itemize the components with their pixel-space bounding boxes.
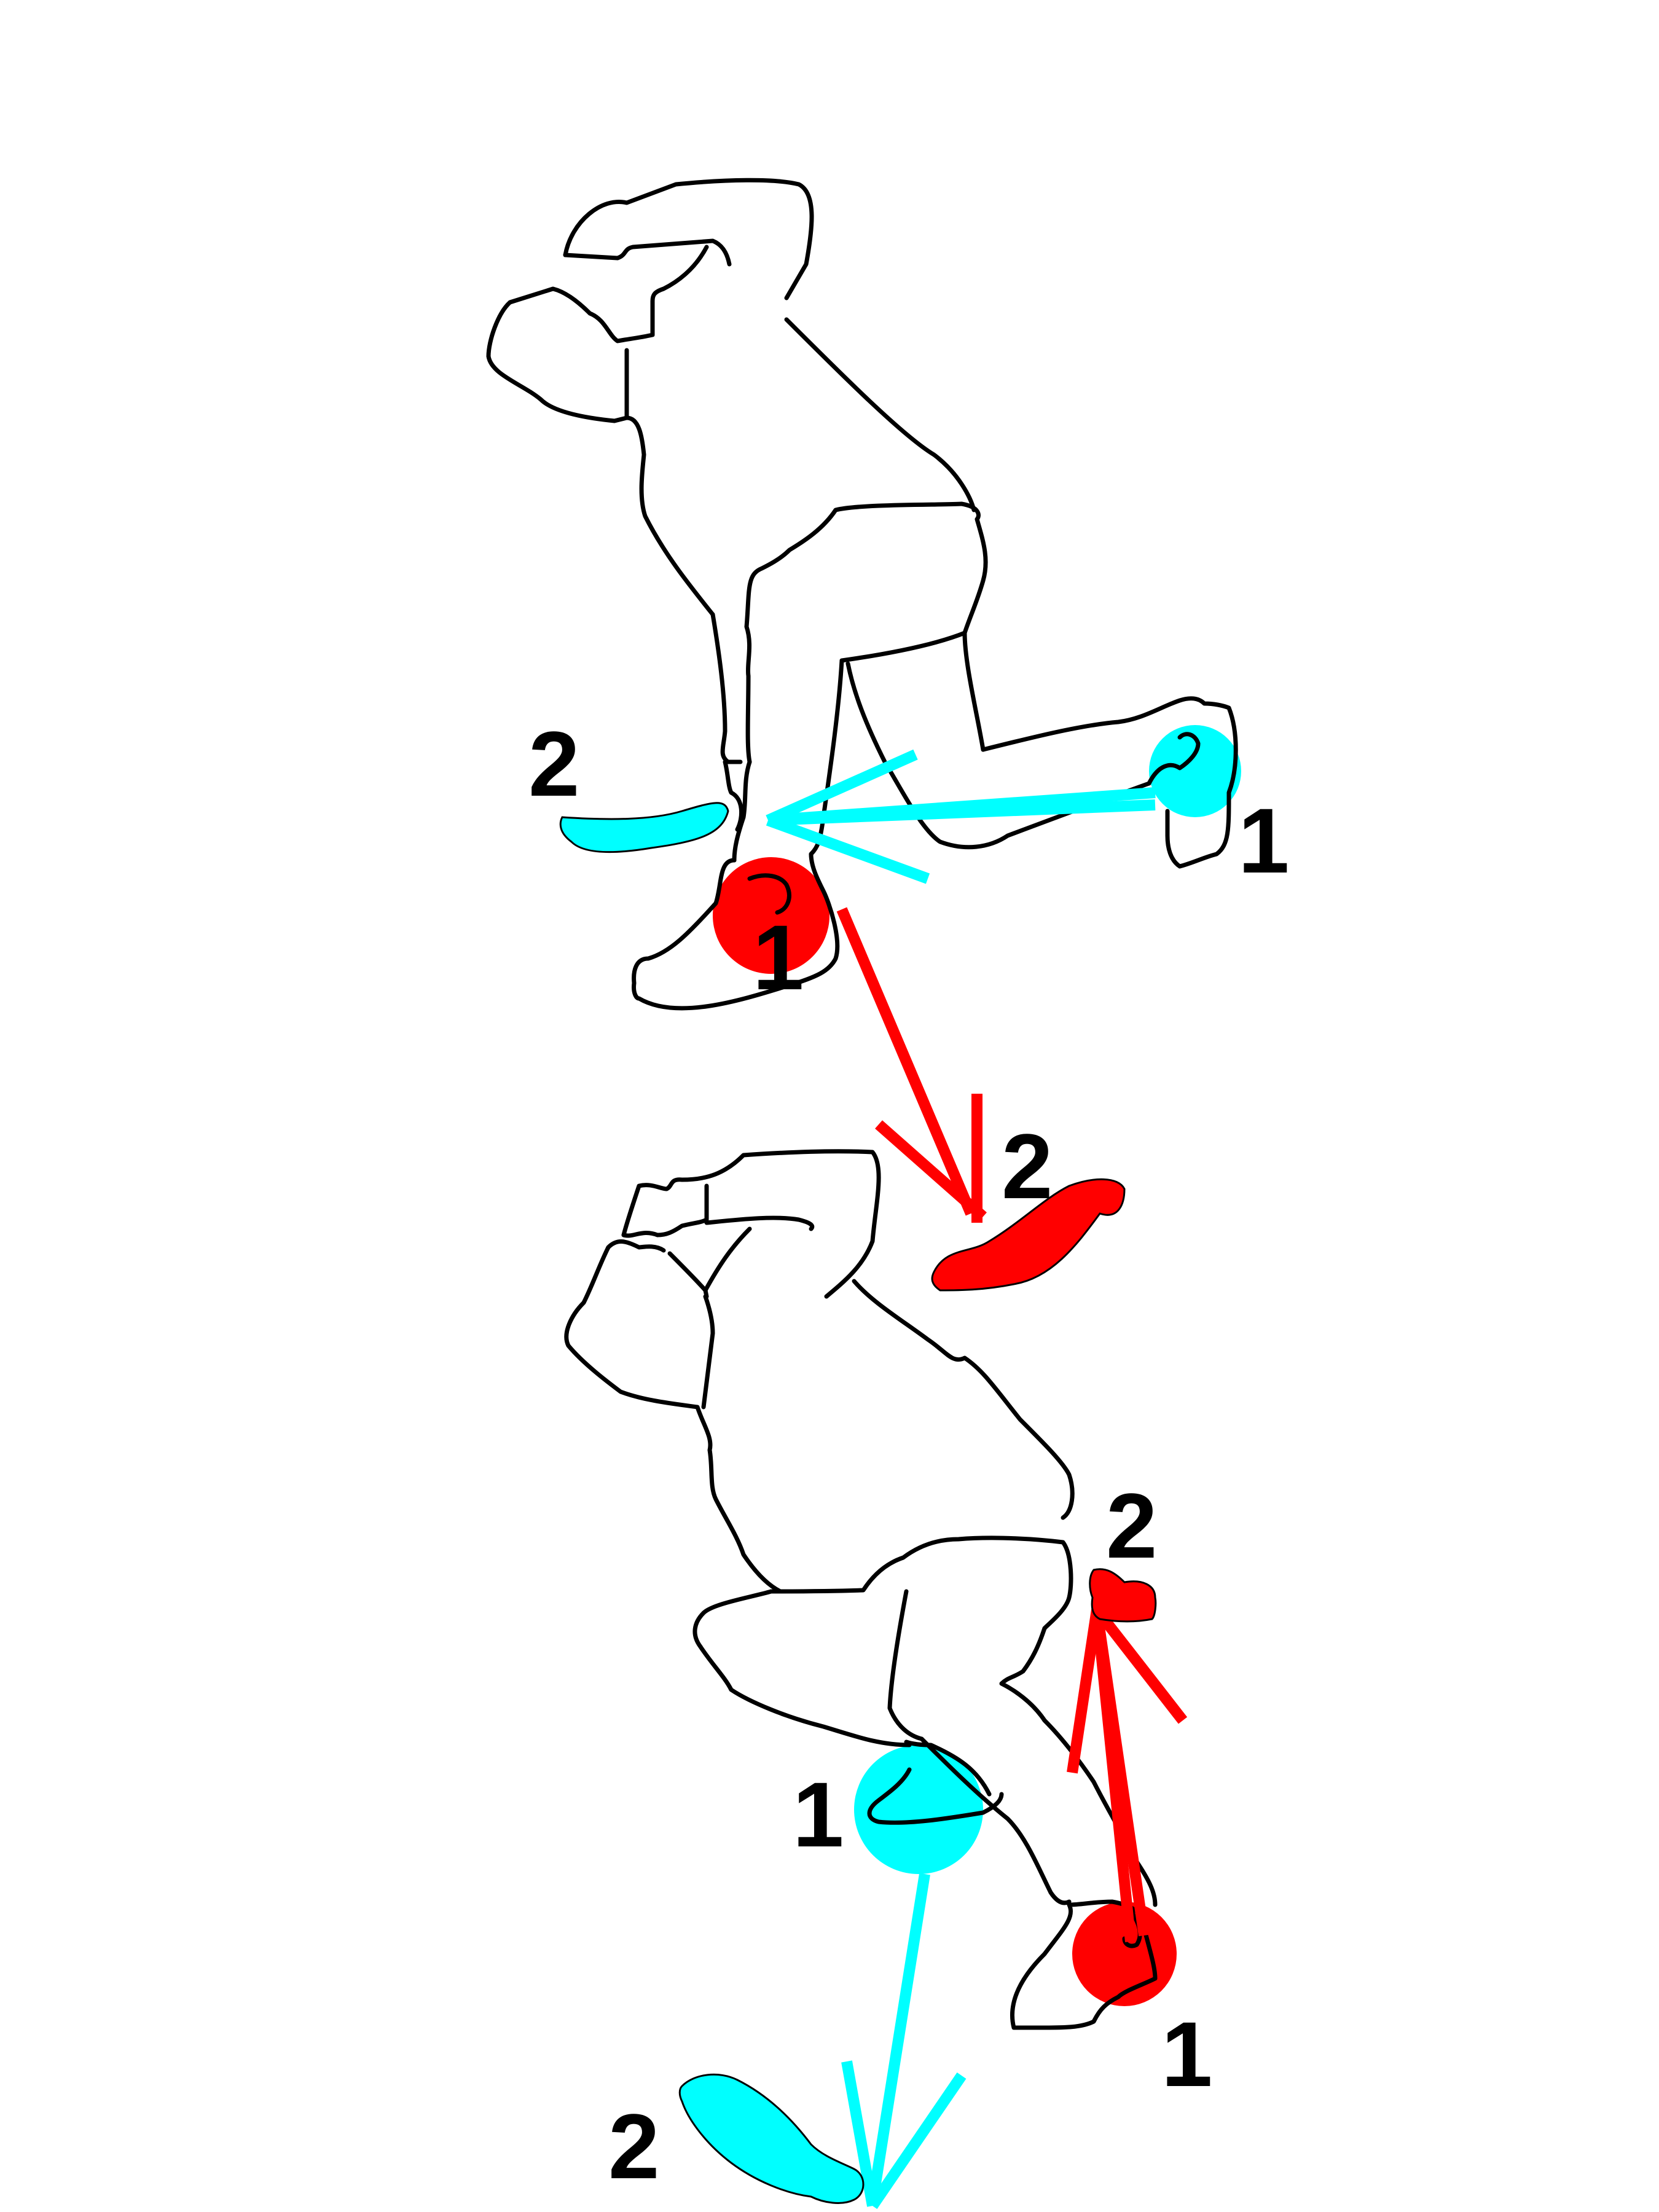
top-red-label-2: 2 — [1002, 1115, 1053, 1218]
top-red-start-marker — [713, 857, 830, 974]
bottom-red-arrow — [1067, 1606, 1188, 1942]
bottom-red-end-shape — [1089, 1568, 1157, 1623]
top-red-end-shape — [931, 1178, 1126, 1292]
top-figure-outline — [486, 178, 1238, 1011]
top-red-arrow — [836, 907, 987, 1223]
bottom-figure: 2 1 1 2 — [564, 1149, 1212, 2210]
bottom-blue-start-marker — [854, 1745, 983, 1874]
bottom-red-label-1: 1 — [1161, 2002, 1212, 2106]
top-blue-label-1: 1 — [1238, 789, 1289, 892]
top-red-label-1: 1 — [753, 906, 804, 1009]
bottom-red-label-2: 2 — [1106, 1474, 1157, 1577]
bottom-blue-end-shape — [678, 2073, 865, 2204]
bottom-blue-label-1: 1 — [793, 1763, 844, 1866]
top-blue-end-shape — [559, 802, 729, 853]
bottom-blue-label-2: 2 — [608, 2095, 659, 2198]
top-blue-label-2: 2 — [528, 712, 579, 815]
top-blue-start-marker — [1149, 725, 1241, 817]
bottom-figure-outline — [564, 1149, 1158, 2030]
bottom-blue-arrow — [841, 1873, 967, 2210]
top-figure: 2 1 1 2 — [486, 178, 1289, 1292]
top-blue-arrow — [766, 749, 1156, 884]
